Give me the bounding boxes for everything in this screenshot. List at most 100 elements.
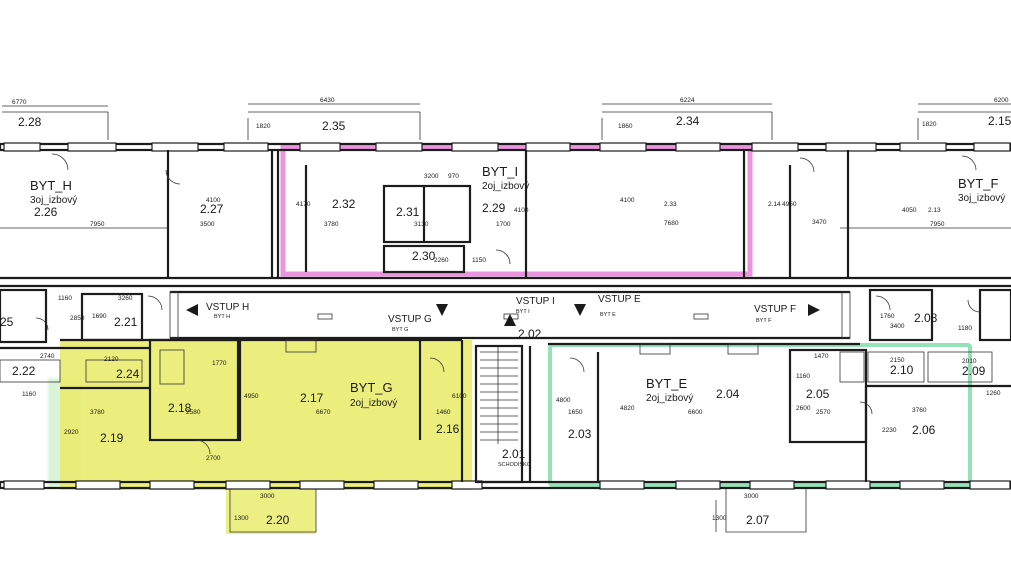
byt-h-entry-label: BYT H: [214, 314, 230, 320]
dim-1150: 1150: [472, 257, 486, 264]
byt-f-name: BYT_F: [958, 176, 999, 191]
dim-4950: 4950: [782, 201, 797, 208]
dim-6100: 6100: [452, 393, 467, 400]
byt-i-outline: [280, 144, 753, 277]
staircase: [474, 344, 532, 484]
dim-1760: 1760: [880, 313, 895, 320]
room-2-07: 2.07: [746, 513, 770, 527]
room-2-33: 2.33: [664, 201, 677, 208]
dimension-labels: 6770 6430 6224 6200 1820 1860 1820 7950 …: [12, 97, 1009, 522]
byt-h-type: 3oj_izbový: [30, 195, 77, 206]
dim-7950-a: 7950: [90, 221, 105, 228]
dim-3470: 3470: [812, 219, 827, 226]
dim-2740: 2740: [40, 353, 55, 360]
dim-1690: 1690: [92, 313, 107, 320]
dim-1180: 1180: [958, 325, 972, 332]
room-2-21: 2.21: [114, 315, 138, 329]
room-2-31: 2.31: [396, 205, 420, 219]
room-2-34: 2.34: [676, 114, 700, 128]
bottom-windows: [3, 480, 1011, 490]
byt-h-name: BYT_H: [30, 178, 72, 193]
dim-3500: 3500: [200, 221, 215, 228]
apartment-labels: BYT_H 3oj_izbový BYT_I 2oj_izbový BYT_F …: [30, 164, 1005, 409]
room-2-01: 2.01: [502, 447, 526, 461]
vstup-e-label: VSTUP E: [598, 294, 641, 305]
corridor-labels: VSTUP H BYT H VSTUP G BYT G VSTUP I BYT …: [206, 294, 796, 468]
room-2-19: 2.19: [100, 431, 124, 445]
room-2-16: 2.16: [436, 422, 460, 436]
dim-6770: 6770: [12, 99, 27, 106]
byt-g-name: BYT_G: [350, 380, 393, 395]
dim-7950-b: 7950: [930, 221, 945, 228]
room-2-06: 2.06: [912, 423, 936, 437]
room-2-15: 2.15: [988, 114, 1011, 128]
dim-4950-b: 4950: [244, 393, 259, 400]
dim-3780-b: 3780: [90, 409, 105, 416]
room-2-08: 2.08: [914, 311, 938, 325]
byt-g-type: 2oj_izbový: [350, 398, 397, 409]
entrance-arrows: [186, 304, 820, 326]
top-balconies: [2, 103, 1011, 140]
dim-4100-c: 4100: [620, 197, 635, 204]
vstup-f-label: VSTUP F: [754, 304, 796, 315]
dim-2120: 2120: [104, 356, 119, 363]
vstup-i-label: VSTUP I: [516, 296, 555, 307]
dim-2010: 2010: [962, 358, 977, 365]
room-2-04: 2.04: [716, 387, 740, 401]
dim-2920: 2920: [64, 429, 79, 436]
dim-1160-c: 1160: [796, 373, 810, 380]
byt-i-entry-label: BYT I: [516, 309, 530, 315]
dim-6430: 6430: [320, 97, 335, 104]
room-2-20: 2.20: [266, 513, 290, 527]
room-2-17: 2.17: [300, 391, 324, 405]
top-windows: [3, 142, 1011, 152]
dim-6600: 6600: [688, 409, 703, 416]
dim-2850: 2850: [70, 315, 85, 322]
dim-2580: 2580: [186, 409, 201, 416]
room-2-18: 2.18: [168, 401, 192, 415]
right-side-walls: [866, 288, 1011, 388]
dim-4170: 4170: [296, 201, 311, 208]
vstup-g-label: VSTUP G: [388, 314, 432, 325]
dim-1460: 1460: [436, 409, 451, 416]
dim-3000-b: 3000: [744, 493, 759, 500]
dim-2230: 2230: [882, 427, 897, 434]
dim-2700: 2700: [206, 455, 221, 462]
byt-i-type: 2oj_izbový: [482, 181, 529, 192]
room-2-24: 2.24: [116, 367, 140, 381]
dim-4050: 4050: [902, 207, 917, 214]
dim-970: 970: [448, 173, 459, 180]
dim-2150: 2150: [890, 357, 905, 364]
dim-6224: 6224: [680, 97, 695, 104]
byt-f-entry-label: BYT F: [756, 318, 772, 324]
dim-1260: 1260: [986, 390, 1001, 397]
dim-3000-a: 3000: [260, 493, 275, 500]
room-2-13: 2.13: [928, 207, 941, 214]
left-side-walls: [0, 288, 150, 383]
dim-3260: 3260: [118, 295, 133, 302]
dim-2570: 2570: [816, 409, 831, 416]
byt-e-walls: [548, 342, 868, 482]
dim-6670: 6670: [316, 409, 331, 416]
dim-1300-a: 1300: [234, 515, 249, 522]
room-2-10: 2.10: [890, 363, 914, 377]
schodisko-label: SCHODISKO: [498, 462, 532, 468]
dim-1470: 1470: [814, 353, 829, 360]
dim-3130: 3130: [414, 221, 429, 228]
byt-e-entry-label: BYT E: [600, 312, 616, 318]
room-2-09: 2.09: [962, 364, 986, 378]
dim-2600: 2600: [796, 405, 811, 412]
dim-1160-a: 1160: [58, 295, 72, 302]
dim-1300-b: 1300: [712, 515, 727, 522]
dim-3780-a: 3780: [324, 221, 339, 228]
vstup-h-label: VSTUP H: [206, 302, 249, 313]
room-2-29: 2.29: [482, 201, 506, 215]
dim-1860: 1860: [618, 123, 633, 130]
room-2-02: 2.02: [518, 327, 542, 341]
upper-interior-walls: [0, 150, 1011, 278]
room-25: 25: [0, 315, 14, 329]
dim-2260: 2260: [434, 257, 449, 264]
byt-f-type: 3oj_izbový: [958, 193, 1005, 204]
dim-1650: 1650: [568, 409, 583, 416]
room-2-26: 2.26: [34, 205, 58, 219]
